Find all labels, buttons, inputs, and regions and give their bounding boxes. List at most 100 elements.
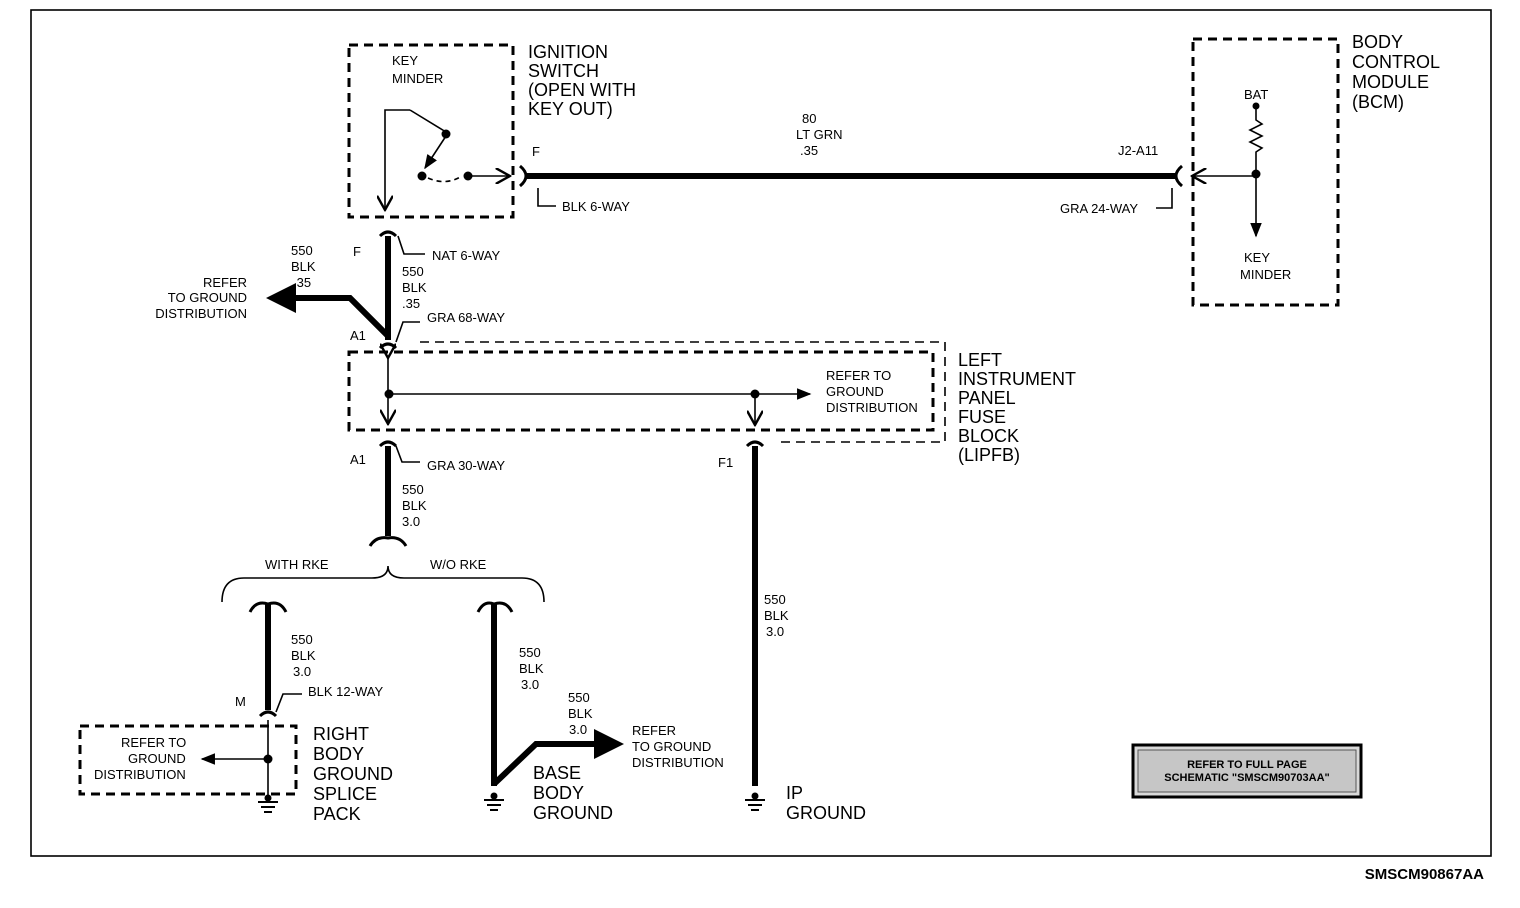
- ip-wire-num: 550: [764, 592, 786, 607]
- splice-label-2: BODY: [313, 744, 364, 764]
- bcm-label-3: MODULE: [1352, 72, 1429, 92]
- wire-550-branch-color: BLK: [291, 259, 316, 274]
- wire-550-main-size: .35: [402, 296, 420, 311]
- ignition-switch: KEY MINDER IGNITION SWITCH (OPEN WITH KE…: [347, 42, 636, 219]
- blk-6way-leader: [537, 188, 556, 207]
- pin-j2-a11-label: J2-A11: [1118, 143, 1158, 158]
- ignition-switch-blade: [424, 135, 447, 170]
- connector-a1-top: [378, 342, 398, 350]
- splice-label-5: PACK: [313, 804, 361, 824]
- wire-550-lower-color: BLK: [402, 498, 427, 513]
- splice-label-1: RIGHT: [313, 724, 369, 744]
- ignition-contact-open: [417, 171, 427, 181]
- without-rke-label: W/O RKE: [430, 557, 487, 572]
- lipfb-label-4: FUSE: [958, 407, 1006, 427]
- upper-refer-3: DISTRIBUTION: [155, 306, 247, 321]
- lipfb-label-5: BLOCK: [958, 426, 1019, 446]
- ip-ground-node: [751, 792, 759, 800]
- wire-80-size: .35: [800, 143, 818, 158]
- wire-550-main-color: BLK: [402, 280, 427, 295]
- note-box-inner: [1137, 749, 1357, 793]
- note-line-1: REFER TO FULL PAGE: [1187, 759, 1307, 771]
- nat-6way-label: NAT 6-WAY: [432, 248, 500, 263]
- wire-550-main-num: 550: [402, 264, 424, 279]
- ignition-label-1: IGNITION: [528, 42, 608, 62]
- wo-rke-wire-color: BLK: [519, 661, 544, 676]
- base-label-2: BODY: [533, 783, 584, 803]
- ignition-link: [409, 109, 447, 133]
- base-body-ground: 550 BLK 3.0 550 BLK 3.0 REFER TO GROUND …: [476, 601, 724, 823]
- base-label-1: BASE: [533, 763, 581, 783]
- splice-label-3: GROUND: [313, 764, 393, 784]
- with-rke-label: WITH RKE: [265, 557, 329, 572]
- upper-pin-f: F: [353, 244, 361, 259]
- rke-option-brace: [221, 565, 545, 603]
- splice-ground-node: [264, 794, 272, 802]
- lipfb-inner-box: [347, 350, 935, 432]
- wire-550-branch-num: 550: [291, 243, 313, 258]
- ignition-switch-box: [347, 43, 515, 219]
- rke-wire-color: BLK: [291, 648, 316, 663]
- ip-label-2: GROUND: [786, 803, 866, 823]
- ground-icon: [745, 799, 765, 811]
- body-control-module: BODY CONTROL MODULE (BCM) BAT KEY MINDER: [1192, 32, 1440, 307]
- lipfb-label-6: (LIPFB): [958, 445, 1020, 465]
- diagram-frame: [30, 9, 1492, 857]
- ip-wire-color: BLK: [764, 608, 789, 623]
- refer-full-page-note: REFER TO FULL PAGE SCHEMATIC "SMSCM90703…: [1131, 743, 1363, 799]
- blk-12way-leader: [275, 693, 302, 713]
- upper-refer-1: REFER: [203, 275, 247, 290]
- ignition-switch-pivot: [441, 129, 451, 139]
- ignition-key-minder-label-2: MINDER: [392, 71, 443, 86]
- nat-6way-leader: [397, 235, 425, 255]
- bcm-label-1: BODY: [1352, 32, 1403, 52]
- gra-24way-leader: [1156, 188, 1173, 209]
- splice-refer-3: DISTRIBUTION: [94, 767, 186, 782]
- ignition-label-4: KEY OUT): [528, 99, 613, 119]
- lipfb-refer-1: REFER TO: [826, 368, 891, 383]
- base-branch-size: 3.0: [569, 722, 587, 737]
- wo-rke-wire-num: 550: [519, 645, 541, 660]
- gra-30way-leader: [395, 445, 420, 463]
- ignition-internal-line: [385, 109, 410, 210]
- base-ground-node: [490, 792, 498, 800]
- pin-f-label: F: [532, 144, 540, 159]
- base-branch-num: 550: [568, 690, 590, 705]
- bcm-key-minder-2: MINDER: [1240, 267, 1291, 282]
- ignition-travel: [427, 175, 463, 183]
- wo-rke-wire-size: 3.0: [521, 677, 539, 692]
- ignition-contact: [463, 171, 473, 181]
- bcm-key-minder-1: KEY: [1244, 250, 1270, 265]
- bcm-node: [1251, 169, 1261, 179]
- wire-550-branch-size: .35: [293, 275, 311, 290]
- bcm-label-2: CONTROL: [1352, 52, 1440, 72]
- base-label-3: GROUND: [533, 803, 613, 823]
- bcm-label-4: (BCM): [1352, 92, 1404, 112]
- ignition-label-3: (OPEN WITH: [528, 80, 636, 100]
- ignition-key-minder-label-1: KEY: [392, 53, 418, 68]
- lipfb-refer-3: DISTRIBUTION: [826, 400, 918, 415]
- connector-f-left: [518, 164, 528, 188]
- rke-wire-num: 550: [291, 632, 313, 647]
- splice-crossover: [368, 536, 408, 547]
- lipfb-refer-2: GROUND: [826, 384, 884, 399]
- gra-24way-label: GRA 24-WAY: [1060, 201, 1138, 216]
- gra-30way-label: GRA 30-WAY: [427, 458, 505, 473]
- ip-wire-size: 3.0: [766, 624, 784, 639]
- upper-pin-a1: A1: [350, 328, 366, 343]
- base-branch-color: BLK: [568, 706, 593, 721]
- wire-550-branch-left: [266, 283, 391, 339]
- splice-refer-2: GROUND: [128, 751, 186, 766]
- wire-80-color: LT GRN: [796, 127, 842, 142]
- base-refer-1: REFER: [632, 723, 676, 738]
- circuit-80: F 80 LT GRN .35 J2-A11 BLK 6-WAY GRA 24-…: [518, 111, 1184, 216]
- diagram-id: SMSCM90867AA: [1365, 866, 1484, 883]
- upper-refer-2: TO GROUND: [168, 290, 247, 305]
- right-body-ground: 550 BLK 3.0 M BLK 12-WAY REFER TO GROUND…: [78, 601, 393, 824]
- splice-pack-box: [78, 724, 298, 796]
- lipfb-label-2: INSTRUMENT: [958, 369, 1076, 389]
- ignition-label-2: SWITCH: [528, 61, 599, 81]
- ip-label-1: IP: [786, 783, 803, 803]
- splice-label-4: SPLICE: [313, 784, 377, 804]
- pin-f1-label: F1: [718, 455, 733, 470]
